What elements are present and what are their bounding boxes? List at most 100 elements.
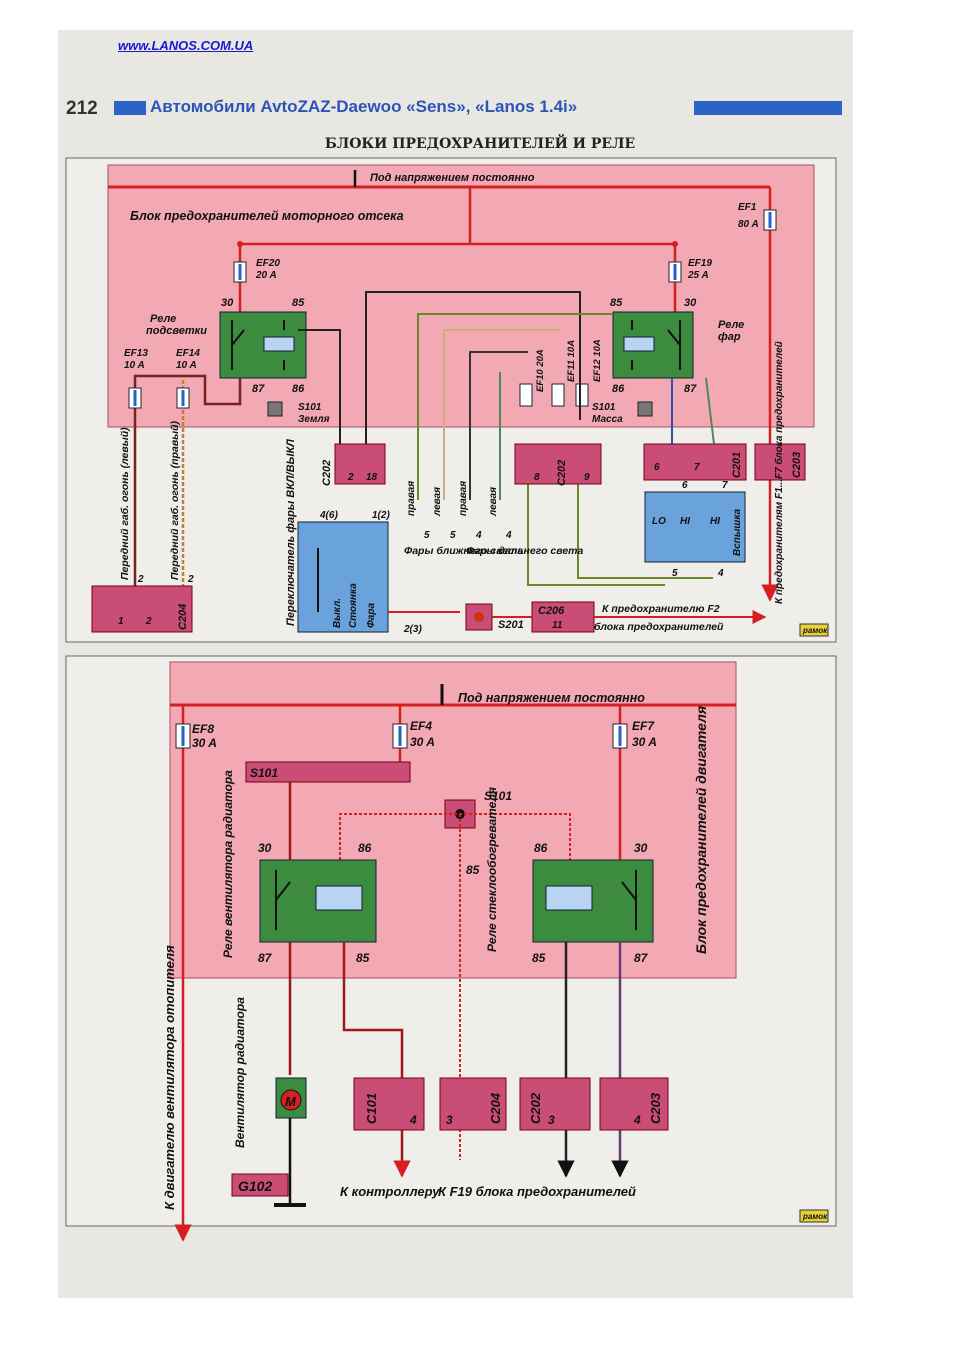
fan-pin-87: 87 <box>258 951 273 965</box>
c201-pin-7: 7 <box>694 462 700 473</box>
front-right-light-label: Передний габ. огонь (правый) <box>169 420 181 580</box>
ef1-rating: 80 A <box>738 219 759 230</box>
site-url-link[interactable]: www.LANOS.COM.UA <box>118 38 254 53</box>
pin-86-right: 86 <box>612 383 625 395</box>
wire-c202-dimmer-5 <box>527 460 665 586</box>
section-title: БЛОКИ ПРЕДОХРАНИТЕЛЕЙ И РЕЛЕ <box>324 136 636 152</box>
ef14-rating: 10 A <box>176 360 197 371</box>
s201-label: S201 <box>498 619 524 631</box>
switch-pos-off: Выкл. <box>332 598 343 628</box>
ef7-rating: 30 A <box>632 735 657 749</box>
to-controller-label: К контроллеру <box>340 1184 440 1199</box>
fan-pin-86: 86 <box>358 841 372 855</box>
s101-splice-label: S101 <box>484 789 512 803</box>
wire-low-right <box>417 313 612 500</box>
pin-87-right: 87 <box>684 383 697 395</box>
ef7-name: EF7 <box>632 719 655 733</box>
wire-high-right <box>469 351 528 500</box>
switch-pin-c: 2(3) <box>403 624 422 635</box>
defrost-pin-30: 30 <box>634 841 648 855</box>
ef19-rating: 25 A <box>687 270 709 281</box>
c202b-pin-8: 8 <box>534 472 540 483</box>
switch-pin-b: 1(2) <box>372 510 390 521</box>
c202-connector-b <box>514 443 602 485</box>
splice-pin-85: 85 <box>466 863 480 877</box>
pin-85-left: 85 <box>292 297 305 309</box>
publisher-badge-bottom-text: рамок <box>802 1212 828 1221</box>
page-number: 212 <box>66 98 98 119</box>
fan-motor-label: Вентилятор радиатора <box>233 997 247 1148</box>
c202b-pin-9: 9 <box>584 472 590 483</box>
c206-name: C206 <box>538 605 565 617</box>
defrost-relay-contact <box>621 870 637 930</box>
c204-pin-2: 2 <box>145 616 152 627</box>
dimmer-lo: LO <box>652 516 666 527</box>
fan-relay-label: Реле вентилятора радиатора <box>221 770 235 958</box>
page-header: 212 Автомобили AvtoZAZ-Daewoo «Sens», «L… <box>66 96 842 120</box>
c202-connector-a <box>334 443 386 485</box>
c202a-name: C202 <box>321 460 333 486</box>
g102-label: G102 <box>238 1178 272 1194</box>
ef12-label: EF12 10A <box>592 339 603 382</box>
dimmer-pin-5: 5 <box>672 568 678 579</box>
c101-connector <box>353 1077 425 1131</box>
ef4-name: EF4 <box>410 719 432 733</box>
c202b-name: C202 <box>556 460 568 486</box>
fan-pin-85: 85 <box>356 951 370 965</box>
ef1-name: EF1 <box>738 202 757 213</box>
dimmer-pin-7: 7 <box>722 480 728 491</box>
switch-pos-park: Стоянка <box>348 583 359 628</box>
wire-low-left <box>443 329 560 500</box>
parking-relay-coil <box>263 336 295 352</box>
c204-connector-bottom <box>439 1077 507 1131</box>
headlight-relay-contacts <box>631 320 681 370</box>
high-beam-left-wire: левая <box>488 487 499 517</box>
publisher-badge-top <box>799 623 829 637</box>
to-f2-label-2: блока предохранителей <box>594 621 724 633</box>
c203-connector-top <box>754 443 806 481</box>
constant-power-label-top: Под напряжением постоянно <box>370 172 535 184</box>
dimmer-flash: Вспышка <box>732 508 743 556</box>
c206-connector <box>531 601 595 633</box>
s101-coil-feed-wire <box>339 813 571 860</box>
c204-top-name: C204 <box>177 604 189 630</box>
header-bar-left <box>114 101 146 115</box>
low-beam-pin-a: 5 <box>424 530 430 541</box>
c101-pin: 4 <box>409 1113 417 1127</box>
headlight-relay-coil <box>623 336 655 352</box>
ef11-label: EF11 10A <box>566 340 577 382</box>
wire-c202-dimmer-4 <box>577 460 713 579</box>
front-left-pin: 2 <box>137 574 144 585</box>
c202-bottom-name: C202 <box>528 1092 543 1124</box>
defrost-pin-85: 85 <box>532 951 546 965</box>
c201-pin-6: 6 <box>654 462 660 473</box>
to-heater-fan-label: К двигателю вентилятора отопителя <box>162 945 177 1210</box>
ef10-fuse <box>519 383 533 407</box>
pin-30-right: 30 <box>684 297 697 309</box>
headlight-relay-label-2: фар <box>718 331 741 343</box>
parking-relay-label-2: подсветки <box>146 325 207 337</box>
fan-relay-contact <box>275 870 291 930</box>
s101-bar <box>245 761 411 783</box>
fan-pin-30: 30 <box>258 841 272 855</box>
ground-left-name: S101 <box>298 402 322 413</box>
defrost-pin-86: 86 <box>534 841 548 855</box>
ground-left-desc: Земля <box>298 414 330 425</box>
c202-bottom-pin: 3 <box>548 1113 555 1127</box>
headlight-relay-label-1: Реле <box>718 319 744 331</box>
engine-fuse-block-top <box>107 164 815 428</box>
bottom-diagram: Под напряжением постоянно EF8 30 A EF4 3… <box>65 655 837 1242</box>
top-diagram: Под напряжением постоянно Блок предохран… <box>65 157 837 643</box>
to-f1-f7-label: К предохранителям F1...F7 блока предохра… <box>773 341 785 604</box>
c201-connector <box>643 443 747 481</box>
ground-right-name: S101 <box>592 402 616 413</box>
c204-bottom-pin: 3 <box>446 1113 453 1127</box>
front-left-light-label: Передний габ. огонь (левый) <box>119 427 131 580</box>
ef14-name: EF14 <box>176 348 200 359</box>
wire-relay-c201-7 <box>705 377 715 445</box>
ground-right-desc: Масса <box>592 414 623 425</box>
publisher-badge-top-text: рамок <box>802 626 828 635</box>
ef11-fuse <box>551 383 565 407</box>
low-beam-pin-b: 5 <box>450 530 456 541</box>
